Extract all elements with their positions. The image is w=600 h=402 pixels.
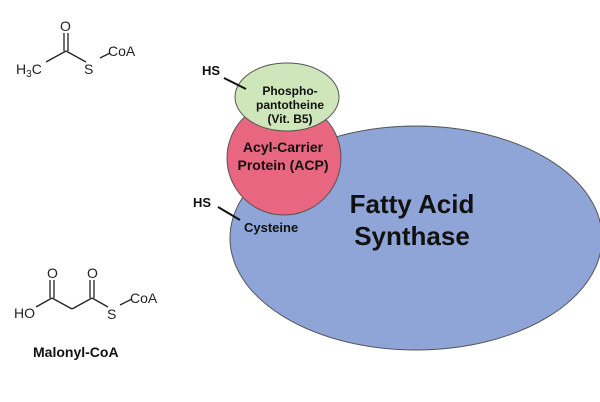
acetyl-coa-label: CoA	[108, 43, 136, 59]
cysteine-label: Cysteine	[244, 220, 298, 235]
phospho-line-1: Phospho-	[262, 84, 317, 98]
hs-bottom-label: HS	[193, 195, 211, 210]
malonyl-ho: HO	[14, 305, 35, 321]
acp-line-1: Acyl-Carrier	[243, 139, 324, 155]
phospho-line-2: pantotheine	[256, 98, 324, 112]
acp-line-2: Protein (ACP)	[238, 157, 329, 173]
acetyl-o: O	[60, 18, 71, 34]
hs-bottom-bond	[217, 206, 241, 221]
acetyl-coa-structure	[45, 33, 111, 63]
malonyl-coa-structure	[35, 280, 133, 310]
malonyl-o2: O	[87, 265, 98, 281]
acetyl-s: S	[84, 61, 93, 77]
malonyl-s: S	[107, 306, 116, 322]
hs-top-bond	[223, 77, 247, 90]
malonyl-coa-name: Malonyl-CoA	[33, 344, 119, 360]
phosphopantotheine-ellipse	[234, 62, 340, 132]
fas-line-2: Synthase	[354, 221, 470, 251]
malonyl-coa-label: CoA	[130, 290, 158, 306]
phospho-line-3: (Vit. B5)	[267, 112, 312, 126]
hs-top-label: HS	[202, 63, 220, 78]
malonyl-o1: O	[47, 265, 58, 281]
acetyl-h3c: H3C	[16, 61, 42, 80]
fas-line-1: Fatty Acid	[350, 189, 475, 219]
